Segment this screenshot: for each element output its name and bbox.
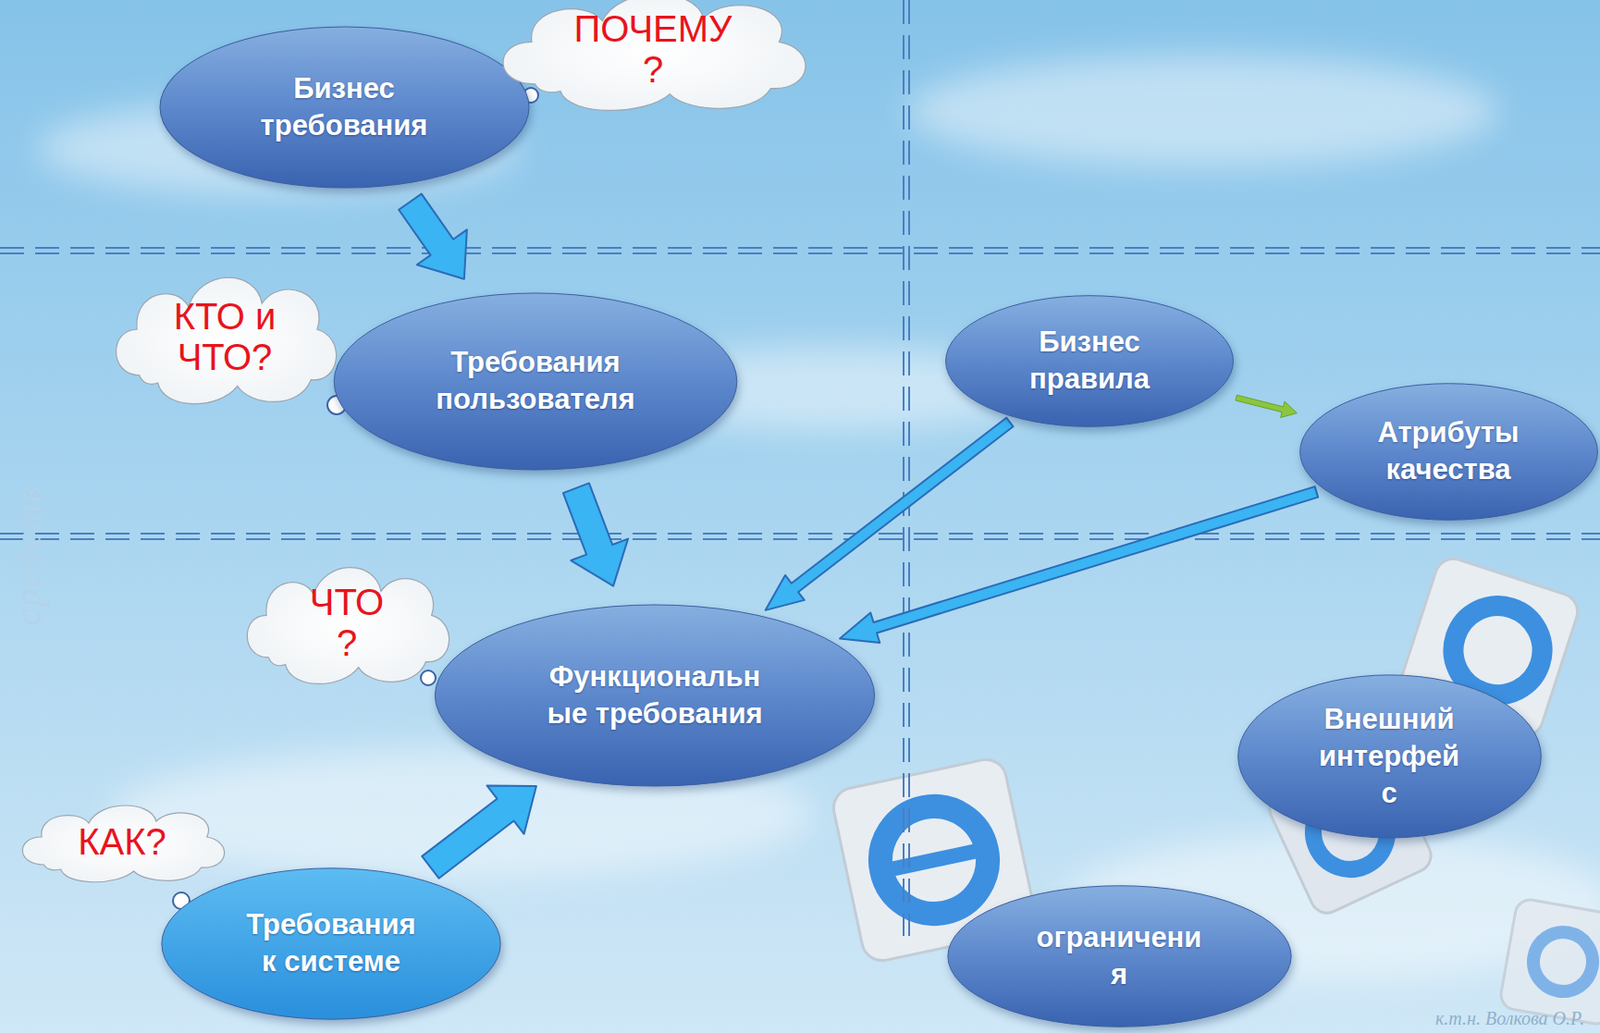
ellipse-shape bbox=[1298, 382, 1600, 521]
thought-cloud: КТО и ЧТО? bbox=[102, 260, 348, 414]
node-label: Бизнес правила bbox=[1010, 323, 1169, 399]
node-label: Требования пользователя bbox=[415, 344, 656, 419]
requirement-ellipse: Атрибуты качества bbox=[1298, 382, 1600, 521]
requirement-ellipse: Требования пользователя bbox=[332, 292, 739, 471]
ellipse-outline bbox=[161, 867, 501, 1019]
block-arrow bbox=[398, 194, 468, 280]
thought-cloud: ЧТО ? bbox=[234, 552, 460, 693]
ellipse-shape bbox=[160, 867, 503, 1021]
node-label: Требования к системе bbox=[238, 906, 424, 982]
ellipse-outline bbox=[1299, 382, 1598, 520]
thought-cloud: КАК? bbox=[10, 795, 235, 888]
cloud-outline bbox=[115, 277, 336, 405]
block-arrow bbox=[839, 486, 1318, 643]
ellipse-shape bbox=[944, 295, 1235, 428]
ellipse-outline bbox=[333, 292, 738, 469]
ellipse-outline bbox=[434, 604, 874, 787]
node-label: ограничени я bbox=[1031, 919, 1207, 995]
thought-dots bbox=[172, 87, 539, 926]
block-arrow bbox=[563, 482, 628, 586]
decor-cubes bbox=[829, 553, 1600, 1026]
requirement-ellipse: Внешний интерфей с bbox=[1236, 674, 1543, 839]
requirement-ellipse: Требования к системе bbox=[160, 867, 503, 1021]
block-arrow bbox=[421, 785, 537, 878]
ellipse-outline bbox=[1237, 675, 1541, 838]
block-arrow bbox=[765, 418, 1014, 611]
requirement-ellipse: ограничени я bbox=[946, 885, 1293, 1028]
requirement-ellipse: Бизнес требования bbox=[158, 25, 531, 189]
requirement-ellipse: Функциональн ые требования bbox=[432, 603, 877, 788]
ellipse-outline bbox=[946, 295, 1234, 427]
node-label: Атрибуты качества bbox=[1369, 414, 1527, 490]
block-arrow bbox=[1235, 394, 1297, 418]
ellipse-shape bbox=[158, 25, 531, 189]
cloud-outline bbox=[22, 805, 224, 883]
ellipse-outline bbox=[947, 886, 1291, 1027]
cloud-outline bbox=[246, 567, 449, 685]
question-text: ПОЧЕМУ ? bbox=[565, 8, 741, 90]
node-label: Бизнес требования bbox=[251, 70, 437, 146]
author-credit: к.т.н. Волкова О.Р. bbox=[1435, 1008, 1585, 1030]
ellipse-shape bbox=[332, 292, 739, 471]
ellipse-shape bbox=[946, 885, 1293, 1028]
ellipse-outline bbox=[160, 26, 530, 188]
question-text: КАК? bbox=[77, 821, 167, 862]
grid-dashes bbox=[0, 0, 1600, 936]
node-label: Функциональн ые требования bbox=[525, 658, 785, 734]
question-text: ЧТО ? bbox=[300, 581, 394, 664]
requirement-ellipse: Бизнес правила bbox=[944, 295, 1235, 428]
ellipse-shape bbox=[432, 603, 877, 788]
cloud-outline bbox=[503, 0, 806, 111]
node-label: Внешний интерфей с bbox=[1315, 701, 1464, 813]
question-text: КТО и ЧТО? bbox=[160, 295, 290, 378]
thought-cloud: ПОЧЕМУ ? bbox=[484, 0, 822, 120]
watermark: средств bbox=[6, 484, 50, 627]
sky-clouds bbox=[36, 55, 1600, 981]
